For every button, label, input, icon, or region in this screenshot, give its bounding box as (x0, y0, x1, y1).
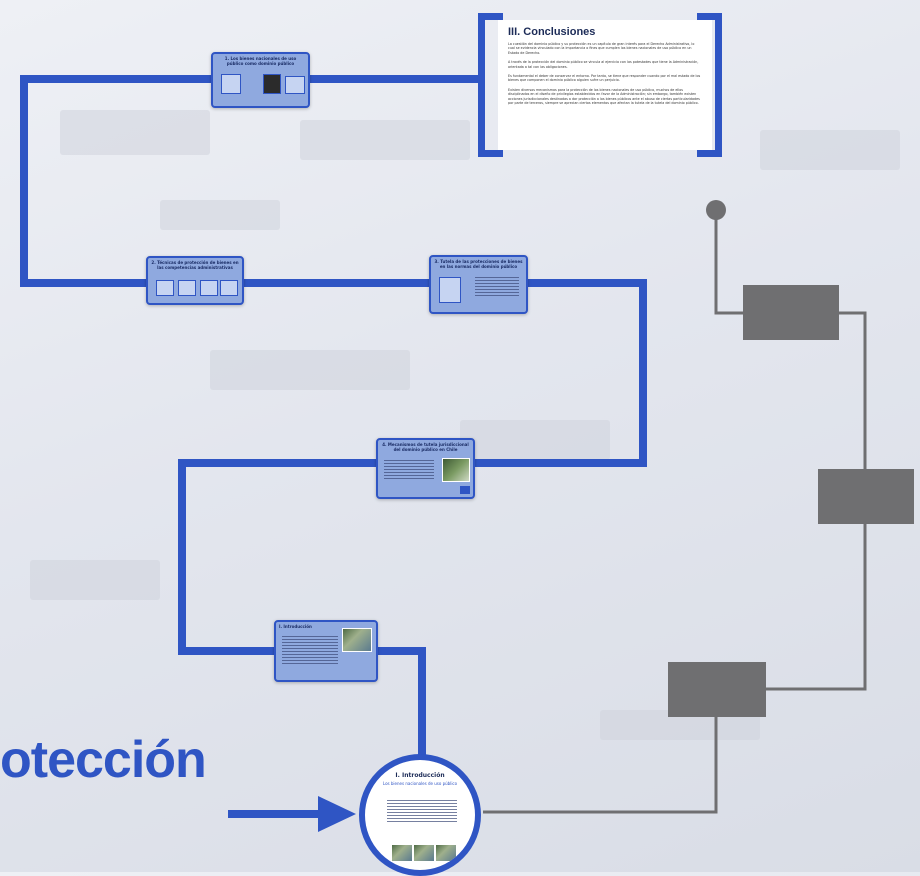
card-photo (442, 458, 470, 482)
mini-diagram-box (221, 74, 241, 94)
card-text-lines (384, 460, 434, 481)
mini-diagram-box (439, 277, 461, 303)
card-section-3[interactable]: 3. Tutela de las protecciones de bienes … (429, 255, 528, 314)
mini-diagram-box (460, 486, 470, 494)
gray-flow-line (483, 212, 867, 814)
conclusions-paragraph: Existen diversos mecanismos para la prot… (508, 87, 700, 106)
conclusions-panel[interactable]: III. Conclusiones La cuestión del domini… (498, 20, 712, 150)
right-bracket (697, 13, 722, 157)
left-bracket (478, 13, 503, 157)
card-title: 1. Los bienes nacionales de uso público … (224, 56, 297, 66)
gray-box-middle (818, 469, 914, 524)
card-section-1[interactable]: 1. Los bienes nacionales de uso público … (211, 52, 310, 108)
card-text-lines (282, 636, 338, 666)
background-block (160, 200, 280, 230)
circle-text-lines (387, 800, 457, 824)
card-section-2[interactable]: 2. Técnicas de protección de bienes en l… (146, 256, 244, 305)
card-title: I. Introducción (279, 624, 312, 629)
circle-subtitle: Los bienes nacionales de uso público (382, 781, 458, 786)
circle-photo (435, 844, 457, 862)
circle-photo (391, 844, 413, 862)
conclusions-paragraph: A través de la protección del dominio pú… (508, 60, 699, 69)
mini-diagram-box (178, 280, 196, 296)
card-section-5[interactable]: I. Introducción (274, 620, 378, 682)
card-text-lines (475, 277, 519, 298)
card-section-4[interactable]: 4. Mecanismos de tutela jurisdiccional d… (376, 438, 475, 499)
circle-photo (413, 844, 435, 862)
conclusions-paragraph: Es fundamental el deber de conservar el … (508, 74, 701, 83)
gray-box-bottom (668, 662, 766, 717)
mini-diagram-box (285, 76, 305, 94)
background-block (30, 560, 160, 600)
card-title: 2. Técnicas de protección de bienes en l… (151, 260, 239, 270)
circle-title: I. Introducción (395, 772, 445, 779)
gray-box-top (743, 285, 839, 340)
background-block (300, 120, 470, 160)
background-block (760, 130, 900, 170)
mini-diagram-box (156, 280, 174, 296)
conclusions-paragraph: La cuestión del dominio público y su pro… (508, 42, 695, 55)
mini-diagram-box (200, 280, 218, 296)
background-block (60, 110, 210, 155)
background-block (460, 420, 610, 460)
gray-endpoint-dot (706, 200, 726, 220)
card-title: 4. Mecanismos de tutela jurisdiccional d… (382, 442, 469, 452)
arrow-head (318, 796, 356, 832)
card-photo (342, 628, 372, 652)
intro-circle[interactable]: I. Introducción Los bienes nacionales de… (359, 754, 481, 876)
card-title: 3. Tutela de las protecciones de bienes … (434, 259, 523, 269)
mini-diagram-box (263, 74, 281, 94)
conclusions-title: III. Conclusiones (508, 26, 596, 38)
background-block (210, 350, 410, 390)
presentation-title-fragment: otección (0, 731, 207, 789)
mini-diagram-box (220, 280, 238, 296)
